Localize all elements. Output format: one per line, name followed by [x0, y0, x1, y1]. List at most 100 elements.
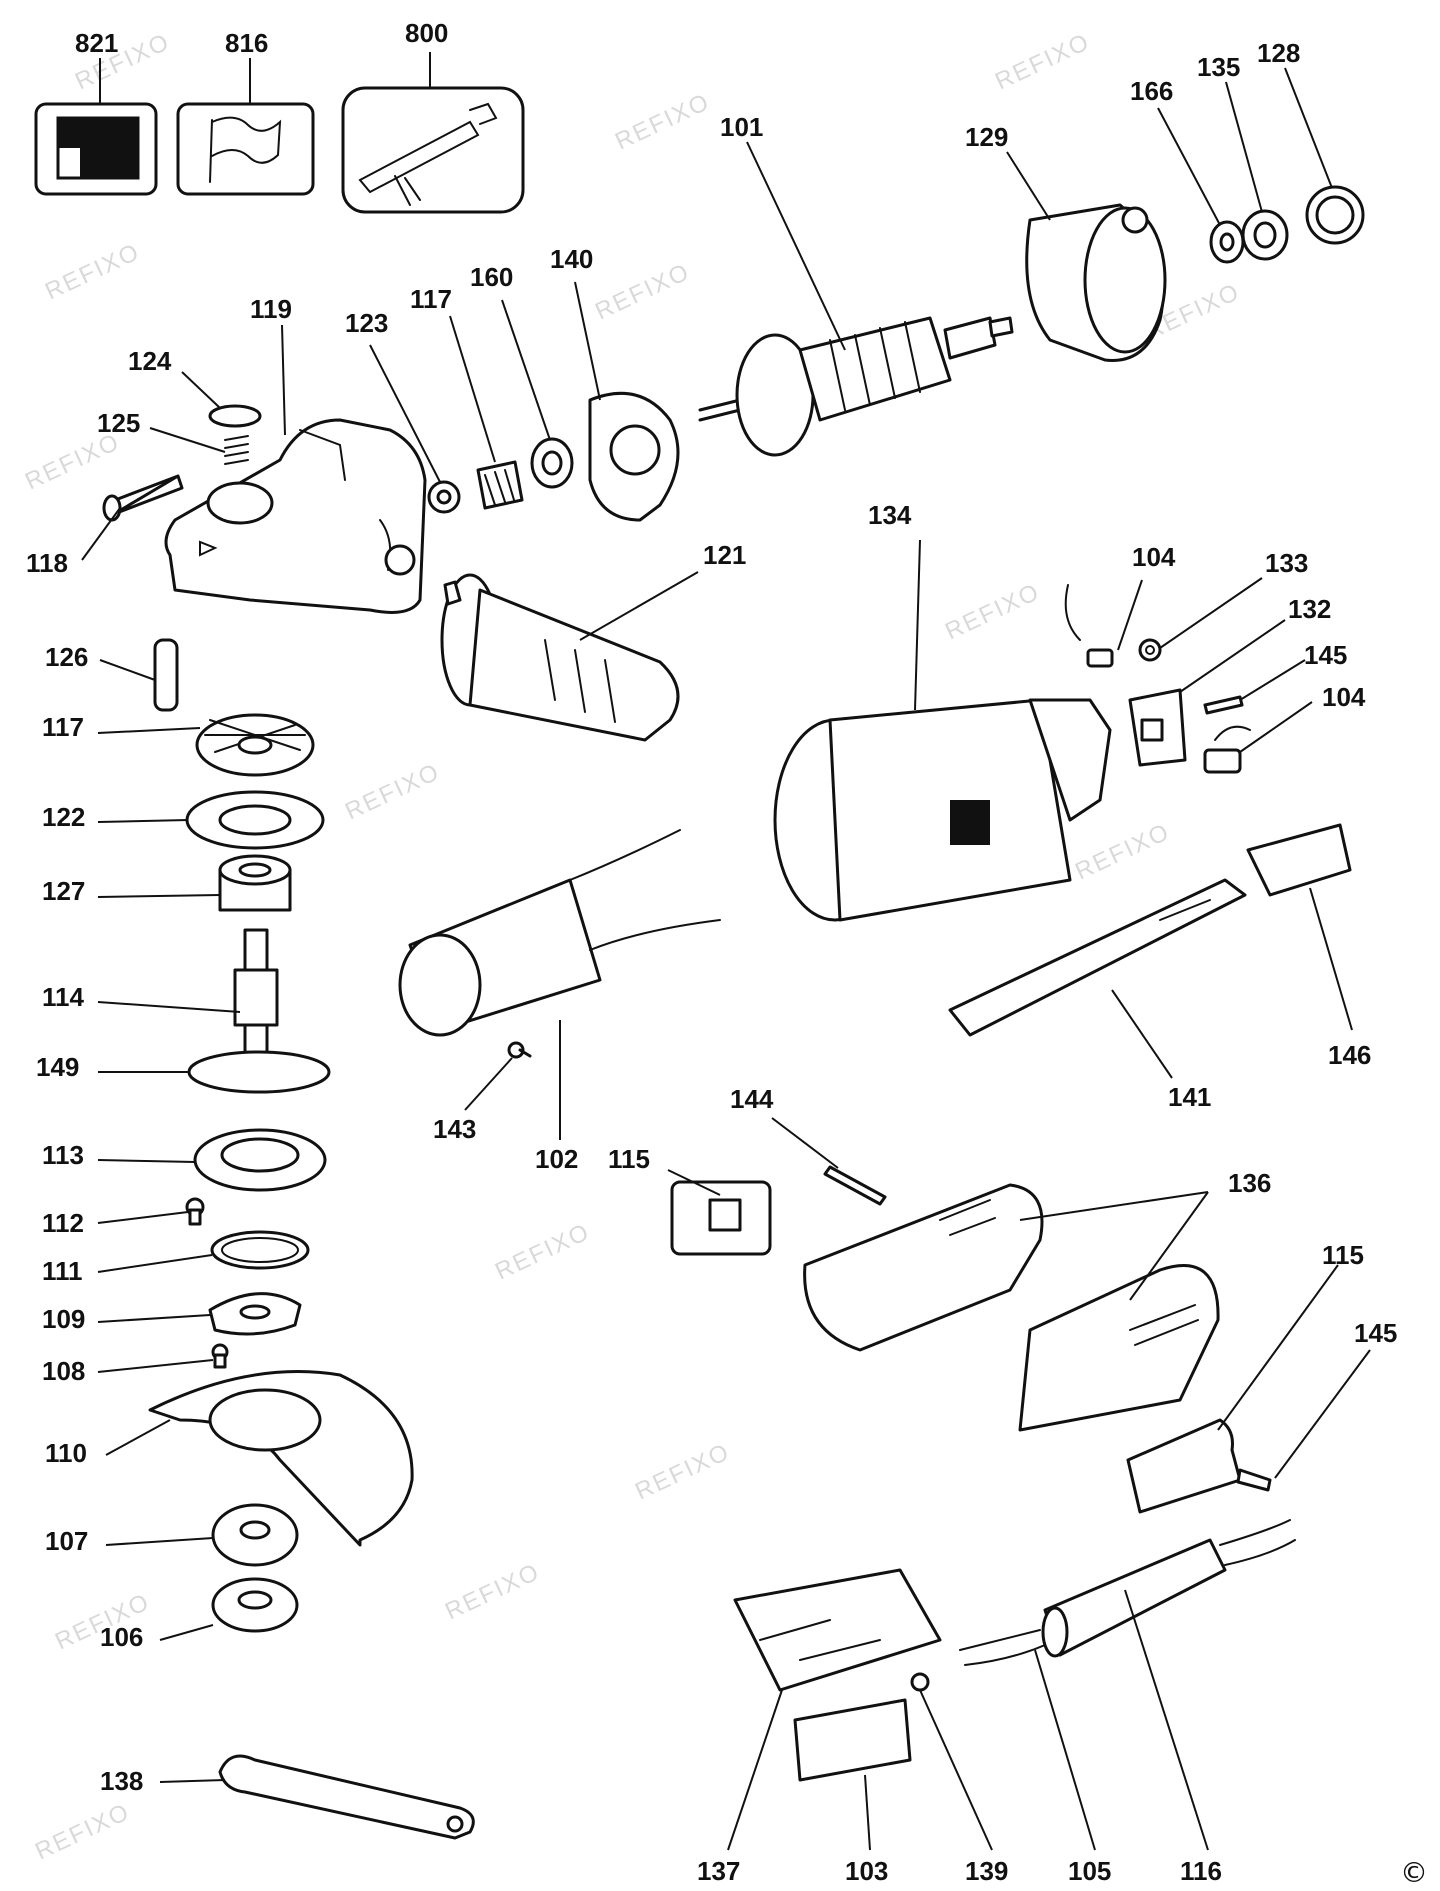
field-coil-102[interactable] [398, 829, 721, 1037]
callout-141: 141 [1168, 1082, 1211, 1112]
callout-144: 144 [730, 1084, 774, 1114]
motor-housing-134[interactable] [773, 698, 1112, 922]
switch-cover-115-left[interactable] [670, 1180, 772, 1256]
callout-160: 160 [470, 262, 513, 292]
fan-cover-129[interactable] [1025, 203, 1167, 362]
screw-145-upper[interactable] [1203, 695, 1244, 715]
callout-129: 129 [965, 122, 1008, 152]
switch-137[interactable] [733, 1568, 942, 1692]
handle-half-136-upper[interactable] [803, 1183, 1044, 1352]
callout-128: 128 [1257, 38, 1300, 68]
watermark: REFIXO [631, 1438, 734, 1505]
outer-flange-106[interactable] [211, 1577, 299, 1633]
screw-108[interactable] [211, 1343, 229, 1369]
callout-102: 102 [535, 1144, 578, 1174]
washer-122[interactable] [185, 790, 325, 850]
brush-104-lower[interactable] [1203, 725, 1251, 774]
watermark: REFIXO [611, 88, 714, 155]
switch-rod-141[interactable] [948, 878, 1247, 1037]
callout-109: 109 [42, 1304, 85, 1334]
spring-133[interactable] [1138, 638, 1162, 662]
callout-145-lower: 145 [1354, 1318, 1397, 1348]
spiral-gear-117[interactable] [195, 713, 315, 777]
watermark: REFIXO [941, 578, 1044, 645]
callout-119: 119 [250, 294, 292, 324]
callout-145-upper: 145 [1304, 640, 1347, 670]
callout-104-lower: 104 [1322, 682, 1366, 712]
bearing-127[interactable] [218, 854, 292, 912]
guard-110[interactable] [148, 1370, 414, 1547]
baffle-140[interactable] [588, 391, 680, 522]
cable-sleeve-116[interactable] [1041, 1519, 1296, 1658]
callout-108: 108 [42, 1356, 85, 1386]
callout-111: 111 [42, 1256, 83, 1286]
brush-holder-132[interactable] [1128, 688, 1187, 767]
callout-122: 122 [42, 802, 85, 832]
pinion-117[interactable] [476, 460, 524, 510]
washer-166[interactable] [1209, 220, 1245, 264]
callout-116: 116 [1180, 1856, 1222, 1886]
callout-107: 107 [45, 1526, 88, 1556]
handle-half-136-lower[interactable] [1018, 1264, 1220, 1432]
kit-816[interactable] [176, 102, 315, 196]
callout-121: 121 [703, 540, 746, 570]
callout-104-upper: 104 [1132, 542, 1176, 572]
callout-115-left: 115 [608, 1144, 650, 1174]
screw-112[interactable] [185, 1197, 205, 1226]
bearing-135[interactable] [1241, 209, 1289, 261]
spanner-138[interactable] [218, 1754, 475, 1840]
callout-101: 101 [720, 112, 763, 142]
kit-821[interactable] [34, 102, 158, 196]
callout-113: 113 [42, 1140, 84, 1170]
clamp-plate-109[interactable] [208, 1292, 302, 1336]
brush-104-upper[interactable] [1064, 584, 1114, 668]
bearing-housing-113[interactable] [193, 1128, 327, 1192]
callout-110: 110 [45, 1438, 87, 1468]
sleeve-128[interactable] [1305, 185, 1365, 245]
retaining-ring-124[interactable] [208, 404, 262, 428]
leader-lines [81, 52, 1371, 1851]
retaining-ring-111[interactable] [210, 1230, 310, 1270]
callout-149: 149 [36, 1052, 79, 1082]
callout-124: 124 [128, 346, 172, 376]
bearing-160[interactable] [530, 437, 574, 489]
callout-125: 125 [97, 408, 140, 438]
callout-105: 105 [1068, 1856, 1111, 1886]
callout-132: 132 [1288, 594, 1331, 624]
nut-123[interactable] [427, 480, 461, 514]
callout-133: 133 [1265, 548, 1308, 578]
watermark: REFIXO [31, 1798, 134, 1865]
callout-127: 127 [42, 876, 85, 906]
armature-101[interactable] [698, 316, 1014, 457]
watermark: REFIXO [21, 428, 124, 495]
seal-149[interactable] [187, 1050, 331, 1094]
screw-139[interactable] [910, 1672, 930, 1692]
watermark: REFIXO [991, 28, 1094, 95]
switch-link-146[interactable] [1246, 823, 1352, 897]
watermark: REFIXO [341, 758, 444, 825]
copyright-symbol: © [1400, 1856, 1428, 1889]
callout-114: 114 [42, 982, 84, 1012]
side-handle-121[interactable] [440, 573, 680, 742]
screw-145-lower[interactable] [1236, 1468, 1272, 1492]
callout-117-gear: 117 [42, 712, 84, 742]
callout-118: 118 [26, 548, 68, 578]
screw-143[interactable] [507, 1041, 532, 1059]
pin-126[interactable] [153, 638, 179, 712]
screw-144[interactable] [823, 1165, 887, 1206]
callout-146: 146 [1328, 1040, 1371, 1070]
watermark: REFIXO [41, 238, 144, 305]
watermark: REFIXO [441, 1558, 544, 1625]
callout-103: 103 [845, 1856, 888, 1886]
callout-123: 123 [345, 308, 388, 338]
spring-125[interactable] [224, 435, 249, 465]
kit-800[interactable] [341, 86, 525, 214]
cable-105[interactable] [959, 1629, 1046, 1666]
switch-cover-115-right[interactable] [1126, 1418, 1242, 1514]
gear-head-housing[interactable] [164, 418, 427, 614]
switch-103[interactable] [793, 1698, 912, 1782]
callout-140: 140 [550, 244, 593, 274]
inner-flange-107[interactable] [211, 1503, 299, 1567]
callout-143: 143 [433, 1114, 476, 1144]
